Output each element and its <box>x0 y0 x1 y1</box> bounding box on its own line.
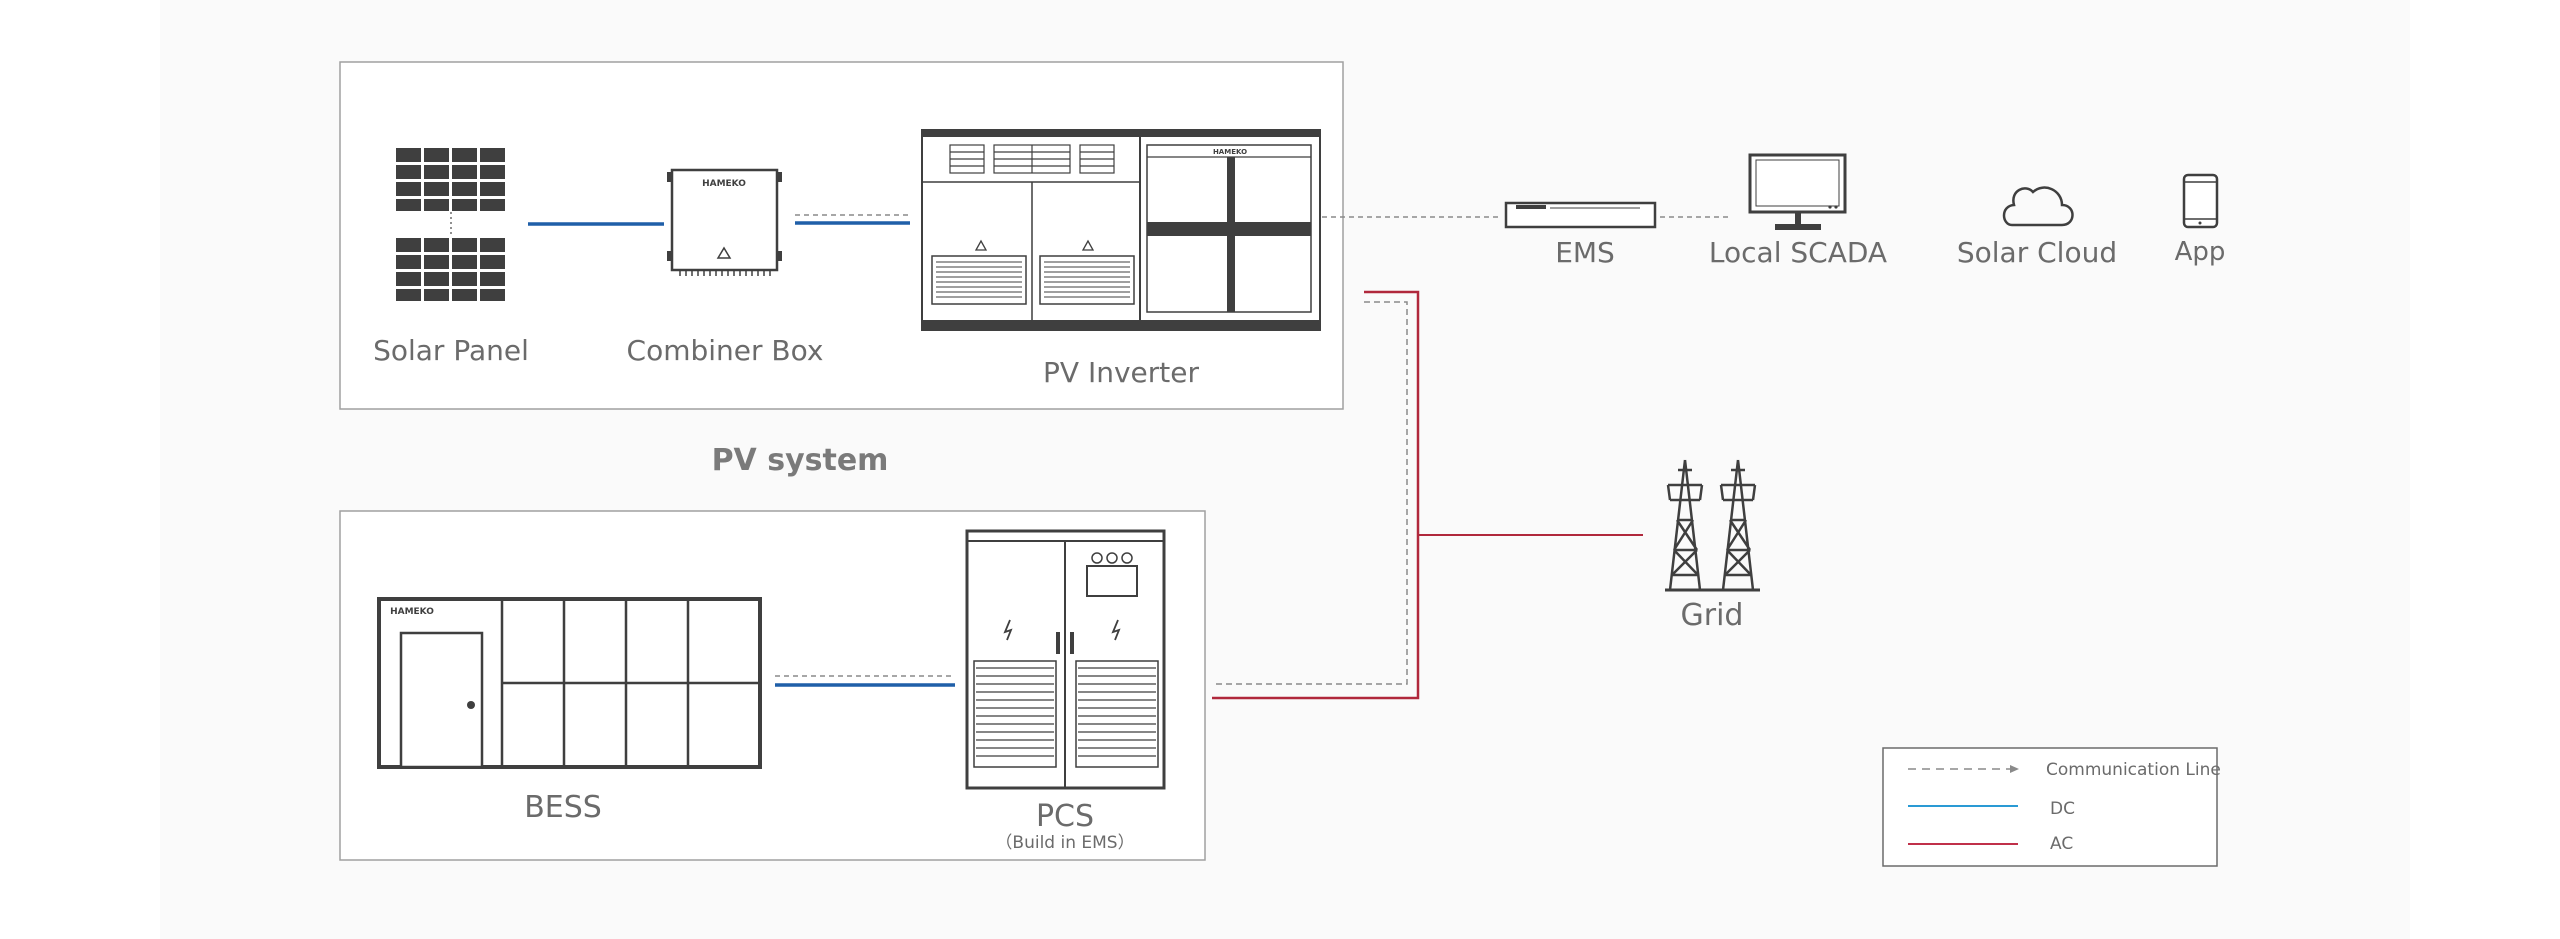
ac-line-inverter-grid <box>1212 290 1420 700</box>
solar-panel-icon <box>396 148 505 301</box>
ems-label: EMS <box>1555 236 1615 269</box>
combiner-box-icon <box>667 168 782 276</box>
legend: Communication Line DC AC <box>1882 747 2221 867</box>
local-scada-label: Local SCADA <box>1709 236 1887 269</box>
legend-communication-label: Communication Line <box>2046 760 2221 780</box>
legend-ac-label: AC <box>2050 834 2073 854</box>
pv-system-label: PV system <box>712 443 889 478</box>
inverter-brand-logo: HAMEKO <box>1213 148 1247 156</box>
legend-arrow-icon <box>2010 765 2019 773</box>
pcs-label: PCS <box>1036 799 1094 834</box>
comm-line-inverter-pcs <box>1212 301 1408 685</box>
monitor-icon <box>1748 153 1847 230</box>
bess-brand-logo: HAMEKO <box>390 607 434 617</box>
legend-dc-label: DC <box>2050 799 2075 819</box>
combiner-brand-logo: HAMEKO <box>702 179 746 189</box>
battery-container-icon <box>377 597 762 769</box>
bess-label: BESS <box>524 790 602 825</box>
pcs-sublabel: （Build in EMS） <box>995 833 1134 853</box>
cloud-icon <box>2002 186 2074 227</box>
solar-cloud-label: Solar Cloud <box>1957 236 2117 269</box>
pv-inverter-label: PV Inverter <box>1043 356 1199 389</box>
combiner-box-label: Combiner Box <box>627 334 824 367</box>
app-label: App <box>2175 237 2226 267</box>
pcs-cabinet-icon <box>965 529 1166 790</box>
grid-label: Grid <box>1681 598 1744 633</box>
solar-panel-label: Solar Panel <box>373 334 529 367</box>
pv-inverter-icon <box>921 129 1321 331</box>
ems-icon <box>1504 201 1657 229</box>
transmission-tower-icon <box>1665 459 1760 592</box>
smartphone-icon <box>2182 173 2219 229</box>
